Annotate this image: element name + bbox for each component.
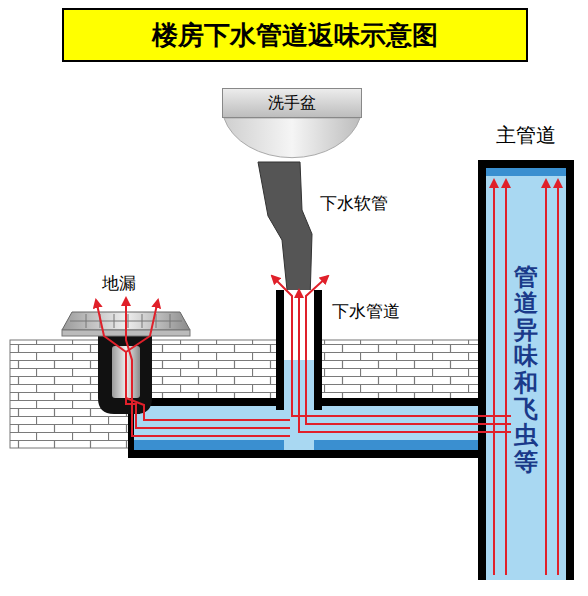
hose-label: 下水软管 — [318, 192, 390, 215]
basin-label: 洗手盆 — [268, 93, 316, 114]
basin-top: 洗手盆 — [222, 88, 362, 118]
drain-pipe-label: 下水管道 — [330, 300, 402, 323]
vertical-note: 管道异味和飞虫等 — [511, 262, 541, 477]
title-banner: 楼房下水管道返味示意图 — [62, 8, 528, 62]
main-pipe-node: 主管道管道异味和飞虫等 — [478, 160, 574, 580]
trap-outlet — [128, 404, 140, 414]
main-pipe-band — [486, 168, 566, 176]
drain-hose — [258, 162, 312, 300]
floor-drain-label: 地漏 — [100, 272, 138, 295]
main-pipe — [478, 160, 574, 580]
pipe-heading: 主管道 — [496, 122, 556, 149]
odour-arrows — [96, 180, 558, 575]
main-pipe-inside — [486, 168, 566, 580]
basin-bowl — [224, 118, 360, 158]
